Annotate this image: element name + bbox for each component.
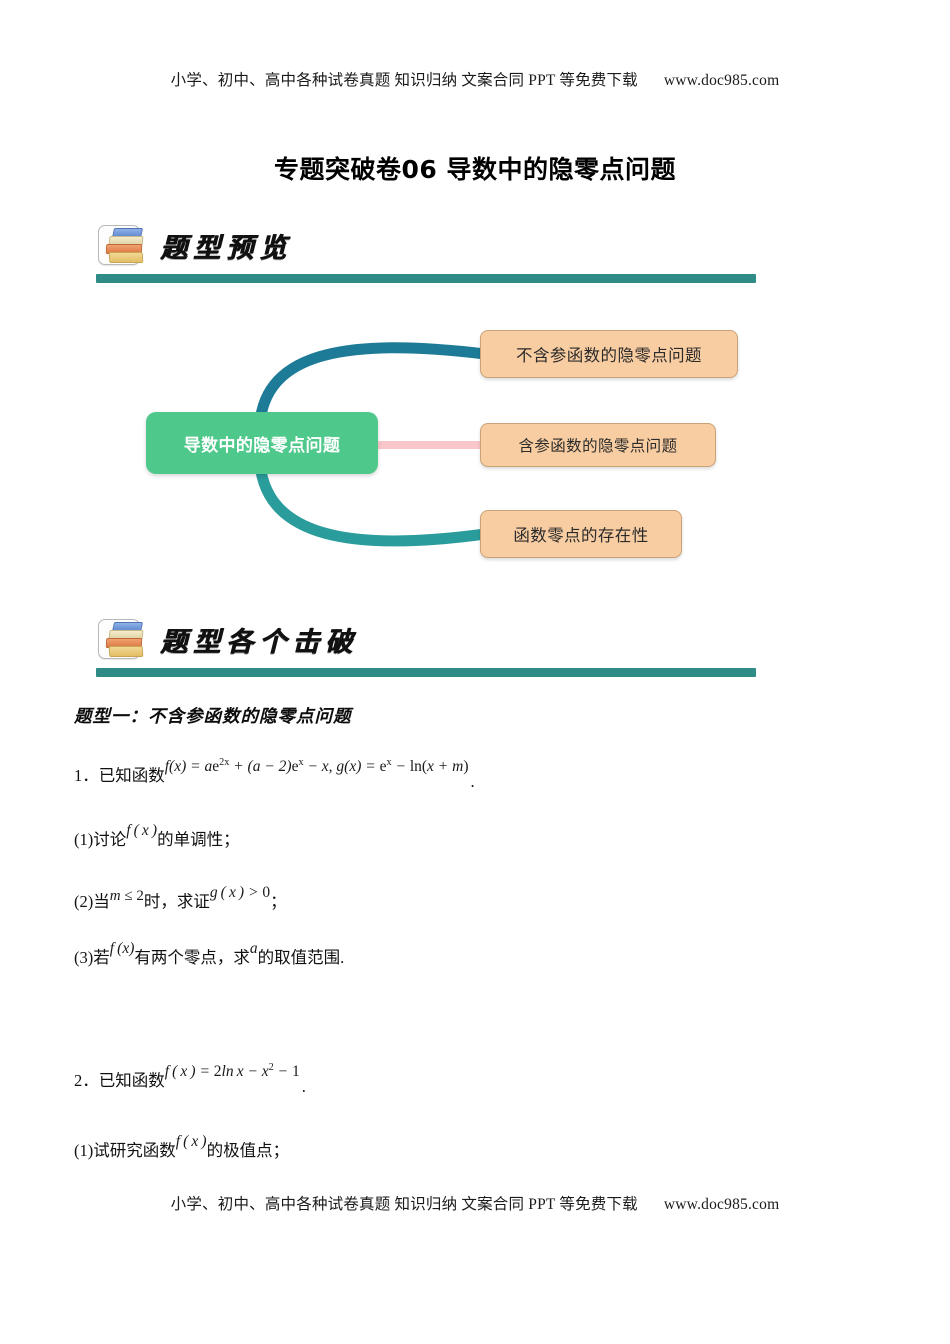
part-text-before: 讨论 [93, 830, 127, 849]
part-text-before: 试研究函数 [93, 1141, 176, 1160]
mindmap-connectors [254, 342, 491, 547]
section-underline-bar [96, 668, 756, 677]
footer-site-url: www.doc985.com [663, 1196, 780, 1213]
header-site-url: www.doc985.com [663, 72, 780, 89]
part-formula-condition: m ≤ 2 [109, 888, 144, 904]
part-label: (1) [74, 1141, 94, 1160]
part-text-before: 当 [93, 892, 110, 911]
part-text-after: ； [270, 892, 287, 911]
page-header: 小学、初中、高中各种试卷真题 知识归纳 文案合同 PPT 等免费下载 www.do… [0, 68, 950, 90]
mindmap-branch-zero-existence: 函数零点的存在性 [480, 510, 682, 558]
part-formula-claim: g ( x ) > 0 [209, 884, 271, 901]
problem-2-stem-text: 已知函数 [98, 1071, 165, 1091]
page-footer: 小学、初中、高中各种试卷真题 知识归纳 文案合同 PPT 等免费下载 www.do… [0, 1192, 950, 1214]
mindmap-branch-with-param: 含参函数的隐零点问题 [480, 423, 716, 467]
part-formula: f ( x ) [175, 1133, 207, 1150]
section-label-preview: 题型预览 [160, 232, 292, 264]
section-underline-bar [96, 274, 756, 283]
part-label: (1) [74, 830, 94, 849]
problem-1-stem-period: . [470, 772, 475, 792]
problem-2-number: 2． [74, 1071, 99, 1091]
mindmap-root-label: 导数中的隐零点问题 [183, 435, 341, 456]
question-type-heading: 题型一：不含参函数的隐零点问题 [74, 707, 352, 727]
banner-row: 题型各个击破 [96, 614, 756, 664]
section-label-breakthrough: 题型各个击破 [160, 626, 358, 658]
problem-2-stem-period: . [301, 1077, 306, 1097]
part-label: (3) [74, 948, 94, 967]
footer-text: 小学、初中、高中各种试卷真题 知识归纳 文案合同 PPT 等免费下载 [170, 1196, 638, 1213]
header-text: 小学、初中、高中各种试卷真题 知识归纳 文案合同 PPT 等免费下载 [170, 72, 638, 89]
part-text-mid: 有两个零点，求 [134, 948, 250, 967]
problem-2-formula: f ( x ) = 2ln x − x2 − 1 [164, 1062, 300, 1081]
section-banner-breakthrough: 题型各个击破 [96, 614, 756, 677]
problem-1-number: 1． [74, 766, 99, 786]
mindmap-branch-no-param: 不含参函数的隐零点问题 [480, 330, 738, 378]
part-text-mid: 时，求证 [143, 892, 210, 911]
part-text-after: 的极值点； [206, 1141, 290, 1160]
problem-2-part-1: (1)试研究函数f ( x )的极值点； [74, 1133, 289, 1161]
part-formula: f (x) [109, 940, 135, 957]
books-icon [96, 617, 148, 661]
banner-row: 题型预览 [96, 220, 756, 270]
books-icon-book-yellow [108, 252, 144, 263]
connector-curve-bottom [254, 437, 491, 547]
section-banner-preview: 题型预览 [96, 220, 756, 283]
problem-2-stem: 2．已知函数f ( x ) = 2ln x − x2 − 1. [74, 1062, 306, 1097]
part-label: (2) [74, 892, 94, 911]
mindmap-diagram: 导数中的隐零点问题 不含参函数的隐零点问题 含参函数的隐零点问题 函数零点的存在… [140, 312, 765, 577]
problem-1-formula: f(x) = ae2x + (a − 2)ex − x, g(x) = ex −… [164, 757, 469, 776]
problem-1-stem: 1．已知函数f(x) = ae2x + (a − 2)ex − x, g(x) … [74, 757, 475, 792]
connector-curve-top [254, 342, 491, 449]
part-formula-variable: a [249, 940, 258, 957]
part-text-after: 的单调性； [157, 830, 240, 849]
mindmap-branch-label: 含参函数的隐零点问题 [518, 437, 678, 455]
part-text-after: 的取值范围. [257, 948, 345, 967]
books-icon [96, 223, 148, 267]
problem-1-part-1: (1)讨论f ( x )的单调性； [74, 822, 240, 850]
problem-1-part-3: (3)若f (x)有两个零点，求a的取值范围. [74, 940, 344, 968]
mindmap-branch-label: 不含参函数的隐零点问题 [516, 346, 702, 365]
part-formula: f ( x ) [126, 822, 158, 839]
mindmap-root-node: 导数中的隐零点问题 [146, 412, 378, 474]
part-text-before: 若 [93, 948, 110, 967]
mindmap-branch-label: 函数零点的存在性 [513, 526, 649, 545]
page-title: 专题突破卷06 导数中的隐零点问题 [274, 155, 676, 184]
books-icon-book-yellow [108, 646, 144, 657]
problem-1-stem-text: 已知函数 [98, 766, 165, 786]
problem-1-part-2: (2)当m ≤ 2时，求证g ( x ) > 0； [74, 884, 287, 912]
